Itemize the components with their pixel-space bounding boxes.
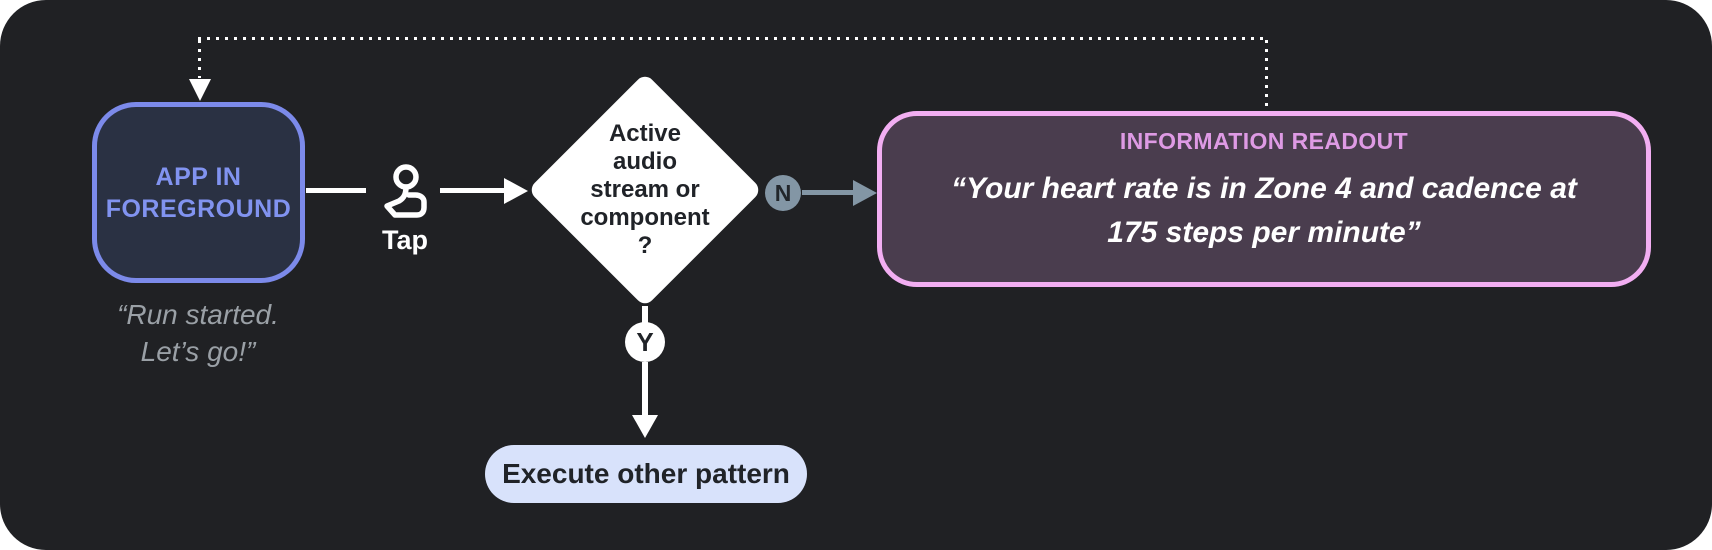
arrow-tap-to-decision-head-icon <box>504 178 528 204</box>
touch-app-icon <box>384 164 427 218</box>
run-started-caption: “Run started. Let’s go!” <box>117 299 279 367</box>
yes-branch-badge: Y <box>625 322 665 362</box>
readout-quote: “Your heart rate is in Zone 4 and cadenc… <box>951 172 1577 249</box>
information-readout-node: INFORMATION READOUT “Your heart rate is … <box>877 111 1651 287</box>
no-branch-badge: N <box>765 175 801 211</box>
dotted-loop-horizontal-line <box>198 37 1268 40</box>
line-decision-to-yes-badge <box>642 306 648 323</box>
app-foreground-node: APP IN FOREGROUND <box>92 102 305 283</box>
line-yes-to-execute <box>642 362 648 415</box>
arrow-yes-to-execute-head-icon <box>632 415 658 438</box>
readout-title: INFORMATION READOUT <box>1119 128 1409 154</box>
execute-pattern-node: Execute other pattern <box>485 445 807 503</box>
dotted-loop-right-line <box>1265 40 1268 110</box>
decision-label: Active audio stream or component ? <box>580 119 710 260</box>
arrow-tap-to-decision-line <box>440 188 504 193</box>
tap-gesture: Tap <box>362 144 448 256</box>
dotted-loop-arrowhead-icon <box>189 79 211 101</box>
execute-pattern-label: Execute other pattern <box>502 458 790 489</box>
arrow-no-to-readout-head-icon <box>853 180 877 206</box>
dotted-loop-left-line <box>198 40 201 78</box>
app-foreground-label: APP IN FOREGROUND <box>105 162 292 223</box>
arrow-no-to-readout-line <box>802 190 854 195</box>
arrow-app-to-tap-line <box>306 188 366 193</box>
tap-label: Tap <box>382 225 428 255</box>
